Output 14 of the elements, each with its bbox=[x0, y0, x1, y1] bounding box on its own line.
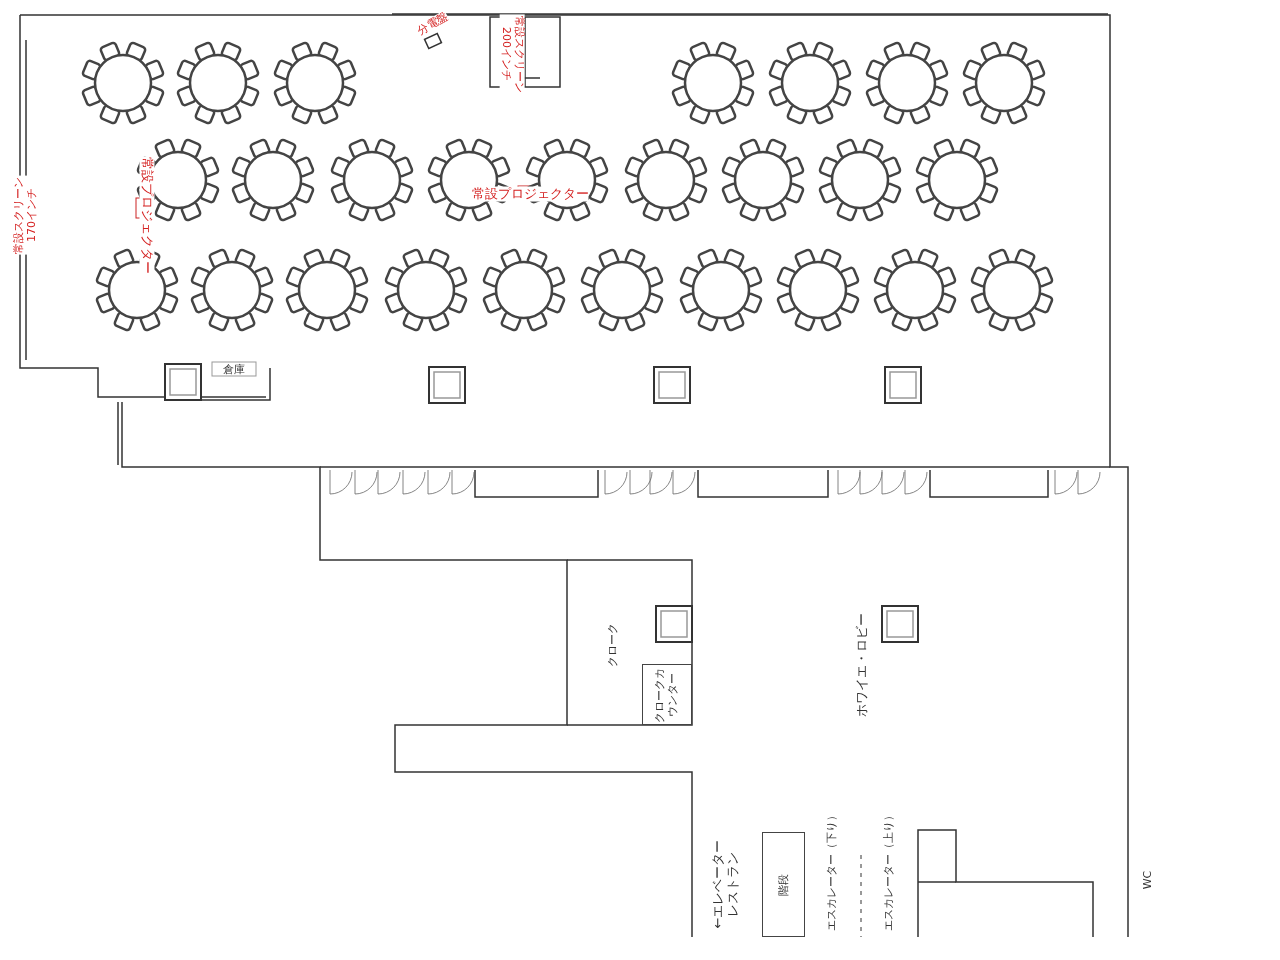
room-label: 階段 bbox=[777, 873, 790, 896]
room-label: クローク bbox=[606, 623, 620, 667]
area-label: エスカレーター（下り） bbox=[825, 809, 839, 931]
area-label: エスカレーター（上り） bbox=[882, 809, 896, 931]
screen-label: 常設スクリーン170インチ bbox=[13, 175, 39, 255]
stairs-box bbox=[762, 832, 805, 937]
room-label: 分電盤 bbox=[415, 10, 451, 38]
room-label: WC bbox=[1141, 870, 1155, 890]
counter-box bbox=[642, 664, 692, 725]
room-label: クロークカウンター bbox=[654, 666, 680, 724]
screen-label: 常設スクリーン200インチ bbox=[499, 14, 525, 94]
room-label: 倉庫 bbox=[223, 363, 245, 377]
room-label: ホワイエ・ロビー bbox=[854, 613, 870, 717]
direction-label: ←エレベーターレストラン bbox=[711, 838, 741, 931]
